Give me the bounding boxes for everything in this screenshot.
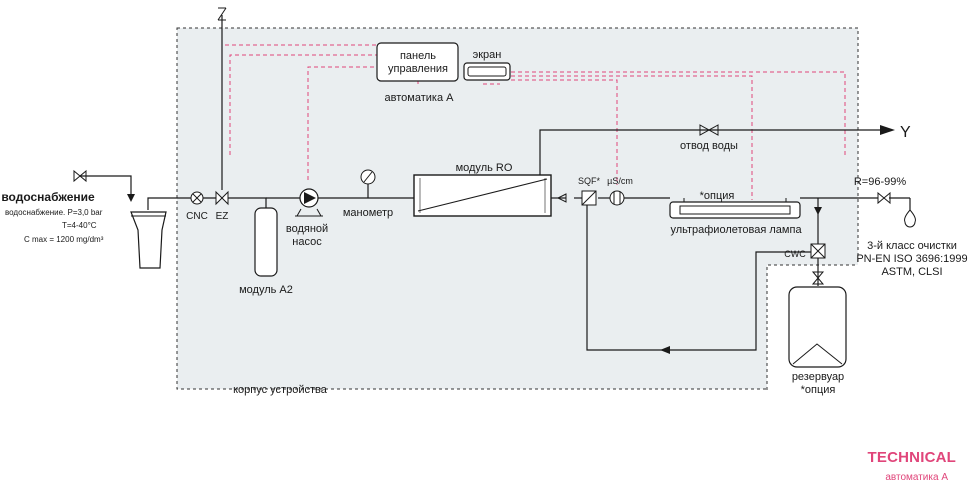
label-module-ro: модуль RO <box>456 162 513 174</box>
check-valve-icon <box>556 193 567 203</box>
label-r-value: R=96-99% <box>854 176 907 188</box>
label-class2: PN-EN ISO 3696:1999 <box>856 253 967 265</box>
control-panel-icon <box>376 42 459 82</box>
pipes <box>80 15 911 351</box>
uv-lamp-icon <box>669 201 801 219</box>
return-arrow <box>660 346 670 354</box>
label-reservoir-option: *опция <box>801 384 836 396</box>
screen-icon <box>463 62 511 81</box>
label-control-panel1: панель <box>400 50 436 62</box>
label-ez: EZ <box>216 211 229 222</box>
label-pump: водяной <box>286 223 328 235</box>
module-ro-icon <box>413 174 552 217</box>
label-water-supply-spec3: C max = 1200 mg/dm³ <box>24 235 104 244</box>
ez-valve-icon <box>215 190 223 206</box>
label-sqf: SQF* <box>578 176 601 186</box>
cwc-arrow <box>814 207 822 215</box>
label-class1: 3-й класс очистки <box>867 240 957 252</box>
label-pump2: насос <box>292 236 322 248</box>
label-conductivity: µS/cm <box>607 176 633 186</box>
label-y: Y <box>900 124 911 141</box>
label-screen: экран <box>473 49 502 61</box>
label-module-a2: модуль A2 <box>239 284 293 296</box>
label-uv-lamp: ультрафиолетовая лампа <box>670 224 802 236</box>
brand-title: TECHNICAL <box>867 449 956 466</box>
label-water-supply-spec2: T=4-40°C <box>62 221 97 230</box>
outlet-valve-icon <box>699 124 711 136</box>
water-drop-icon <box>904 209 916 228</box>
inlet-valve-icon <box>73 169 81 183</box>
prefilter-icon <box>130 211 167 269</box>
label-class3: ASTM, CLSI <box>881 266 942 278</box>
label-housing: корпус устройства <box>233 384 328 396</box>
label-water-supply-spec1: водоснабжение. P=3,0 bar <box>5 208 103 217</box>
label-water-outlet: отвод воды <box>680 140 738 152</box>
y-arrow <box>880 125 895 135</box>
label-control-panel2: управления <box>388 63 448 75</box>
product-valve-icon <box>877 191 885 205</box>
label-water-supply: водоснабжение <box>1 190 95 204</box>
brand-subtitle: автоматика А <box>885 472 948 483</box>
label-cwc: CWC <box>784 249 806 259</box>
conductivity-sensor-icon <box>609 190 625 206</box>
module-a2-icon <box>254 207 278 277</box>
inlet-arrow <box>127 194 135 202</box>
label-automatics: автоматика А <box>385 92 455 104</box>
label-manometer: манометр <box>343 207 393 219</box>
reservoir-icon <box>788 286 847 368</box>
label-option-uv: *опция <box>700 190 735 202</box>
label-reservoir: резервуар <box>792 371 844 383</box>
label-cnc: CNC <box>186 211 208 222</box>
